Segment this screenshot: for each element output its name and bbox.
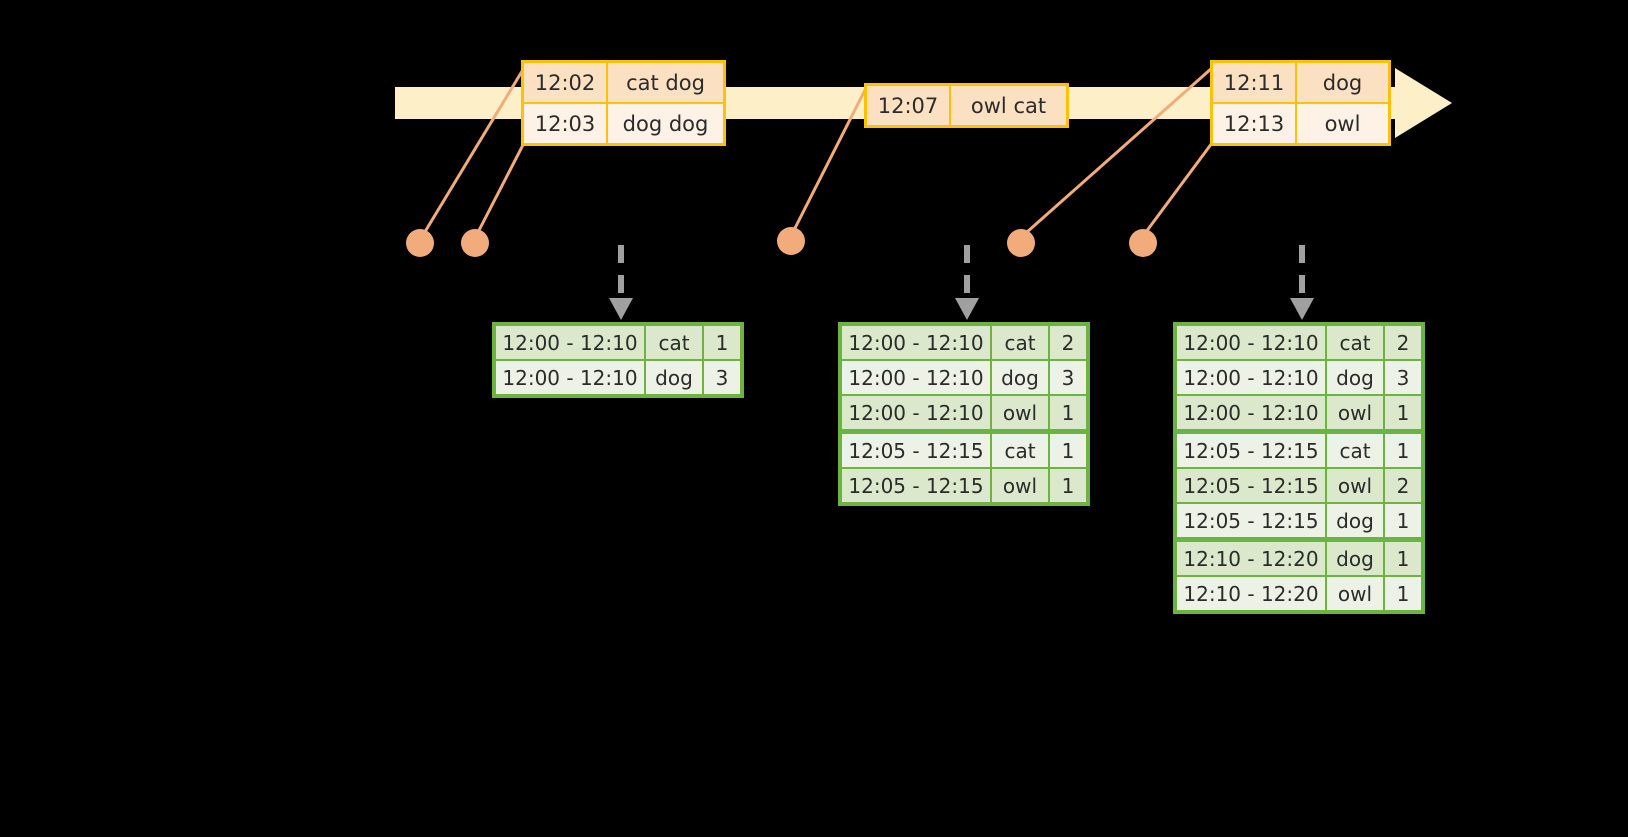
cell-word: dog	[1327, 504, 1383, 537]
event-row: 12:11 dog	[1213, 63, 1388, 102]
event-marker-dot-4	[1007, 229, 1035, 257]
cell-count: 1	[1385, 396, 1421, 429]
cell-count: 3	[1050, 361, 1086, 394]
cell-window: 12:10 - 12:20	[1177, 577, 1325, 610]
connector-line-2	[472, 142, 526, 241]
cell-word: owl	[1327, 577, 1383, 610]
cell-count: 1	[1050, 434, 1086, 467]
dashed-arrow-to-table-1	[609, 245, 633, 320]
event-row: 12:13 owl	[1213, 102, 1388, 143]
cell-count: 1	[1385, 577, 1421, 610]
event-words: dog	[1297, 63, 1388, 102]
cell-word: dog	[1327, 542, 1383, 575]
cell-count: 1	[1385, 542, 1421, 575]
event-group-2: 12:07 owl cat	[864, 83, 1069, 128]
cell-window: 12:00 - 12:10	[842, 361, 990, 394]
cell-window: 12:00 - 12:10	[1177, 396, 1325, 429]
event-time: 12:07	[867, 86, 951, 125]
cell-count: 2	[1050, 326, 1086, 359]
cell-word: cat	[1327, 434, 1383, 467]
event-row: 12:07 owl cat	[867, 86, 1066, 125]
event-marker-dot-5	[1129, 229, 1157, 257]
event-group-3: 12:11 dog 12:13 owl	[1210, 60, 1391, 146]
cell-word: cat	[992, 326, 1048, 359]
cell-window: 12:05 - 12:15	[1177, 469, 1325, 502]
event-marker-dot-2	[461, 229, 489, 257]
event-row: 12:03 dog dog	[524, 102, 723, 143]
cell-word: cat	[1327, 326, 1383, 359]
connector-line-5	[1138, 142, 1214, 241]
dashed-arrow-to-table-2	[955, 245, 979, 320]
cell-window: 12:05 - 12:15	[1177, 504, 1325, 537]
cell-count: 3	[1385, 361, 1421, 394]
event-time: 12:13	[1213, 104, 1297, 143]
connector-line-3	[788, 87, 868, 239]
cell-window: 12:00 - 12:10	[496, 326, 644, 359]
cell-word: owl	[992, 396, 1048, 429]
event-marker-dot-3	[777, 227, 805, 255]
cell-count: 1	[704, 326, 740, 359]
cell-window: 12:00 - 12:10	[842, 396, 990, 429]
cell-window: 12:05 - 12:15	[842, 434, 990, 467]
cell-count: 2	[1385, 326, 1421, 359]
event-words: owl	[1297, 104, 1388, 143]
cell-count: 2	[1385, 469, 1421, 502]
cell-word: cat	[992, 434, 1048, 467]
event-group-1: 12:02 cat dog 12:03 dog dog	[521, 60, 726, 146]
event-words: cat dog	[608, 63, 723, 102]
event-row: 12:02 cat dog	[524, 63, 723, 102]
cell-word: dog	[646, 361, 702, 394]
event-words: owl cat	[951, 86, 1066, 125]
dashed-arrow-to-table-3	[1290, 245, 1314, 320]
cell-count: 1	[1050, 469, 1086, 502]
cell-word: dog	[992, 361, 1048, 394]
cell-word: cat	[646, 326, 702, 359]
cell-count: 3	[704, 361, 740, 394]
cell-window: 12:00 - 12:10	[1177, 361, 1325, 394]
cell-window: 12:00 - 12:10	[842, 326, 990, 359]
connector-line-1	[418, 67, 526, 241]
event-time: 12:02	[524, 63, 608, 102]
timeline-arrowhead	[1395, 68, 1452, 138]
cell-word: owl	[1327, 396, 1383, 429]
cell-window: 12:05 - 12:15	[1177, 434, 1325, 467]
cell-window: 12:10 - 12:20	[1177, 542, 1325, 575]
event-marker-dot-1	[406, 229, 434, 257]
cell-window: 12:00 - 12:10	[496, 361, 644, 394]
event-time: 12:03	[524, 104, 608, 143]
cell-count: 1	[1050, 396, 1086, 429]
cell-count: 1	[1385, 504, 1421, 537]
event-time: 12:11	[1213, 63, 1297, 102]
cell-word: owl	[992, 469, 1048, 502]
cell-word: dog	[1327, 361, 1383, 394]
event-words: dog dog	[608, 104, 723, 143]
cell-window: 12:00 - 12:10	[1177, 326, 1325, 359]
cell-window: 12:05 - 12:15	[842, 469, 990, 502]
cell-word: owl	[1327, 469, 1383, 502]
cell-count: 1	[1385, 434, 1421, 467]
